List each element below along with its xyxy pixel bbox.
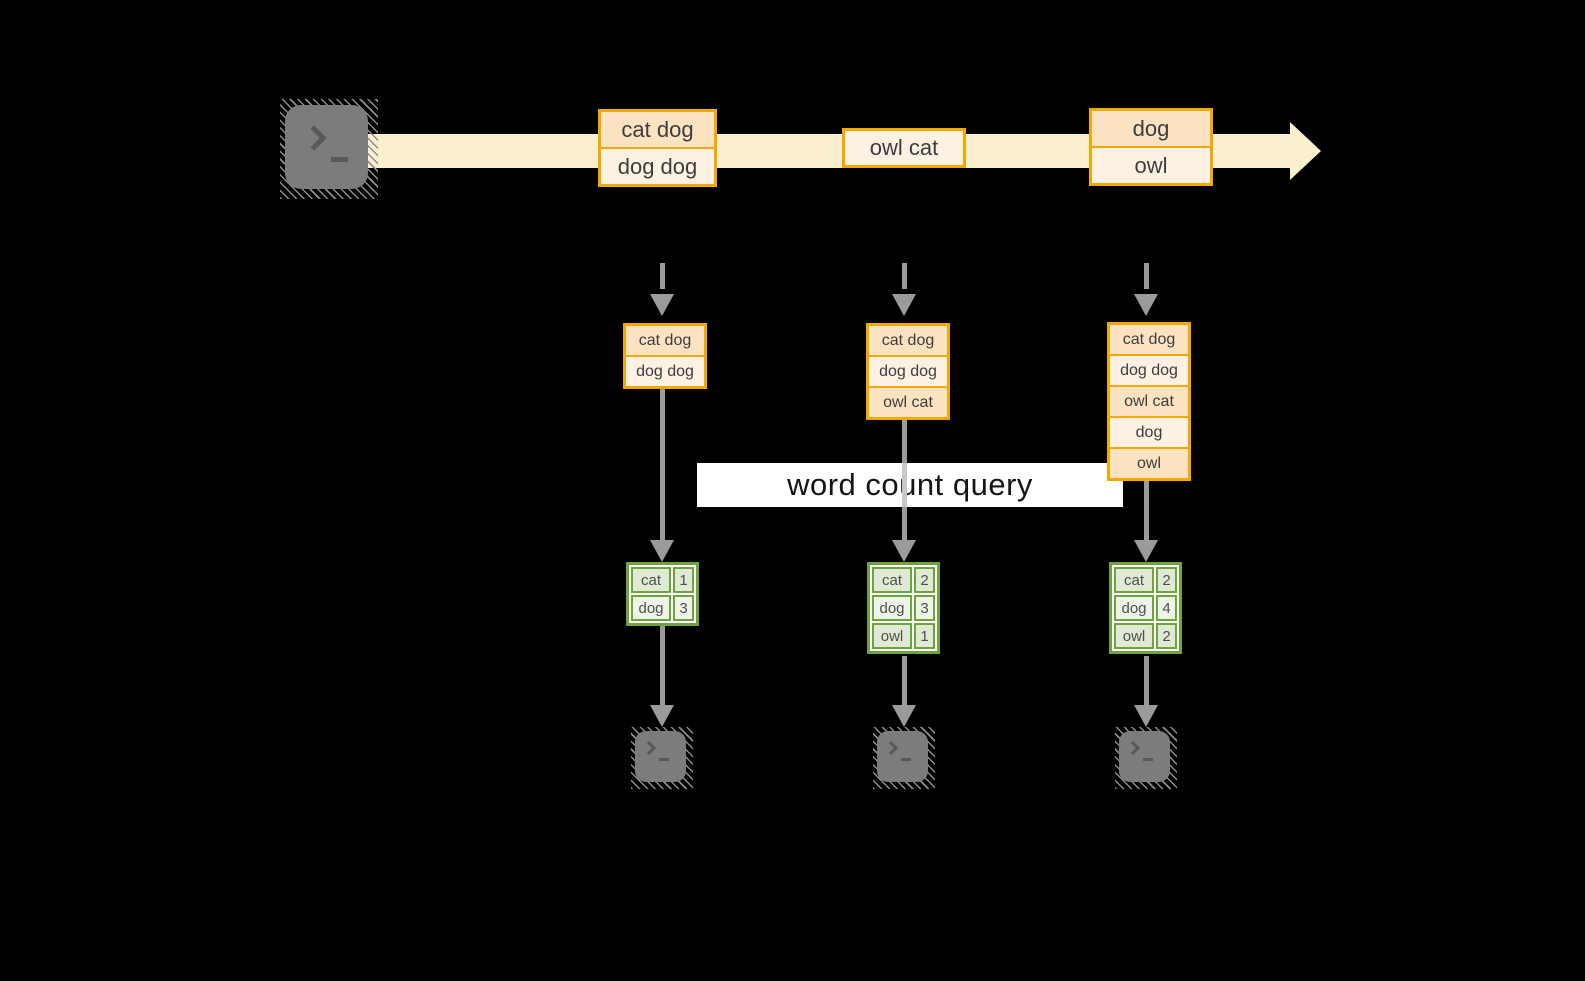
- query-label: word count query: [787, 467, 1033, 502]
- stream-record: cat dog: [601, 112, 714, 147]
- connector-arrowhead-icon: [650, 705, 674, 727]
- count-word-cell: dog: [872, 595, 912, 621]
- sink-terminal-icon: [873, 727, 935, 789]
- query-banner: word count query: [697, 463, 1123, 507]
- count-word-cell: dog: [631, 595, 671, 621]
- dashed-arrowhead-icon: [650, 294, 674, 316]
- prompt-chevron-icon: [641, 740, 657, 756]
- prompt-chevron-icon: [883, 740, 899, 756]
- terminal-body: [635, 731, 686, 782]
- count-value-cell: 2: [1156, 623, 1177, 649]
- stream-batch-2: owl cat: [842, 128, 966, 168]
- dashed-arrowhead-icon: [1134, 294, 1158, 316]
- prompt-underscore-icon: [901, 758, 911, 761]
- prompt-chevron-icon: [301, 125, 327, 151]
- connector-arrowhead-icon: [1134, 705, 1158, 727]
- count-word-cell: dog: [1114, 595, 1154, 621]
- count-value-cell: 3: [914, 595, 935, 621]
- buffer-record: dog: [1110, 416, 1188, 447]
- connector-arrowhead-icon: [650, 540, 674, 562]
- buffer-record: dog dog: [626, 355, 704, 386]
- stream-record: owl cat: [845, 131, 963, 165]
- count-value-cell: 1: [673, 567, 694, 593]
- count-word-cell: cat: [631, 567, 671, 593]
- stream-record: owl: [1092, 146, 1210, 183]
- connector-line: [660, 626, 665, 705]
- terminal-body: [877, 731, 928, 782]
- dashed-arrow-segment: [660, 263, 665, 289]
- connector-line-over-banner: [902, 463, 907, 507]
- buffer-stack-2: cat dog dog dog owl cat: [866, 323, 950, 420]
- prompt-underscore-icon: [1143, 758, 1153, 761]
- connector-line: [1144, 656, 1149, 705]
- sink-terminal-icon: [631, 727, 693, 789]
- buffer-record: owl cat: [1110, 385, 1188, 416]
- prompt-underscore-icon: [331, 157, 348, 162]
- count-table-2: cat 2 dog 3 owl 1: [867, 562, 940, 654]
- sink-terminal-icon: [1115, 727, 1177, 789]
- buffer-stack-1: cat dog dog dog: [623, 323, 707, 389]
- prompt-chevron-icon: [1125, 740, 1141, 756]
- count-word-cell: cat: [1114, 567, 1154, 593]
- prompt-underscore-icon: [659, 758, 669, 761]
- buffer-record: cat dog: [1110, 325, 1188, 354]
- buffer-record: cat dog: [869, 326, 947, 355]
- dashed-arrow-segment: [1144, 263, 1149, 289]
- count-table-3: cat 2 dog 4 owl 2: [1109, 562, 1182, 654]
- connector-arrowhead-icon: [892, 540, 916, 562]
- count-value-cell: 3: [673, 595, 694, 621]
- dashed-arrowhead-icon: [892, 294, 916, 316]
- terminal-body: [1119, 731, 1170, 782]
- count-value-cell: 2: [914, 567, 935, 593]
- buffer-record: owl cat: [869, 386, 947, 417]
- count-word-cell: cat: [872, 567, 912, 593]
- count-value-cell: 4: [1156, 595, 1177, 621]
- buffer-record: dog dog: [869, 355, 947, 386]
- connector-arrowhead-icon: [1134, 540, 1158, 562]
- stream-record: dog: [1092, 111, 1210, 146]
- count-value-cell: 2: [1156, 567, 1177, 593]
- source-terminal-icon: [280, 99, 378, 199]
- stream-record: dog dog: [601, 147, 714, 184]
- stream-batch-1: cat dog dog dog: [598, 109, 717, 187]
- count-value-cell: 1: [914, 623, 935, 649]
- connector-arrowhead-icon: [892, 705, 916, 727]
- buffer-record: owl: [1110, 447, 1188, 478]
- stream-arrowhead-icon: [1290, 122, 1321, 180]
- connector-line: [660, 389, 665, 540]
- count-table-1: cat 1 dog 3: [626, 562, 699, 626]
- connector-line: [902, 656, 907, 705]
- connector-line: [1144, 481, 1149, 540]
- buffer-stack-3: cat dog dog dog owl cat dog owl: [1107, 322, 1191, 481]
- count-word-cell: owl: [872, 623, 912, 649]
- stream-batch-3: dog owl: [1089, 108, 1213, 186]
- count-word-cell: owl: [1114, 623, 1154, 649]
- buffer-record: dog dog: [1110, 354, 1188, 385]
- buffer-record: cat dog: [626, 326, 704, 355]
- terminal-body: [285, 105, 368, 189]
- dashed-arrow-segment: [902, 263, 907, 289]
